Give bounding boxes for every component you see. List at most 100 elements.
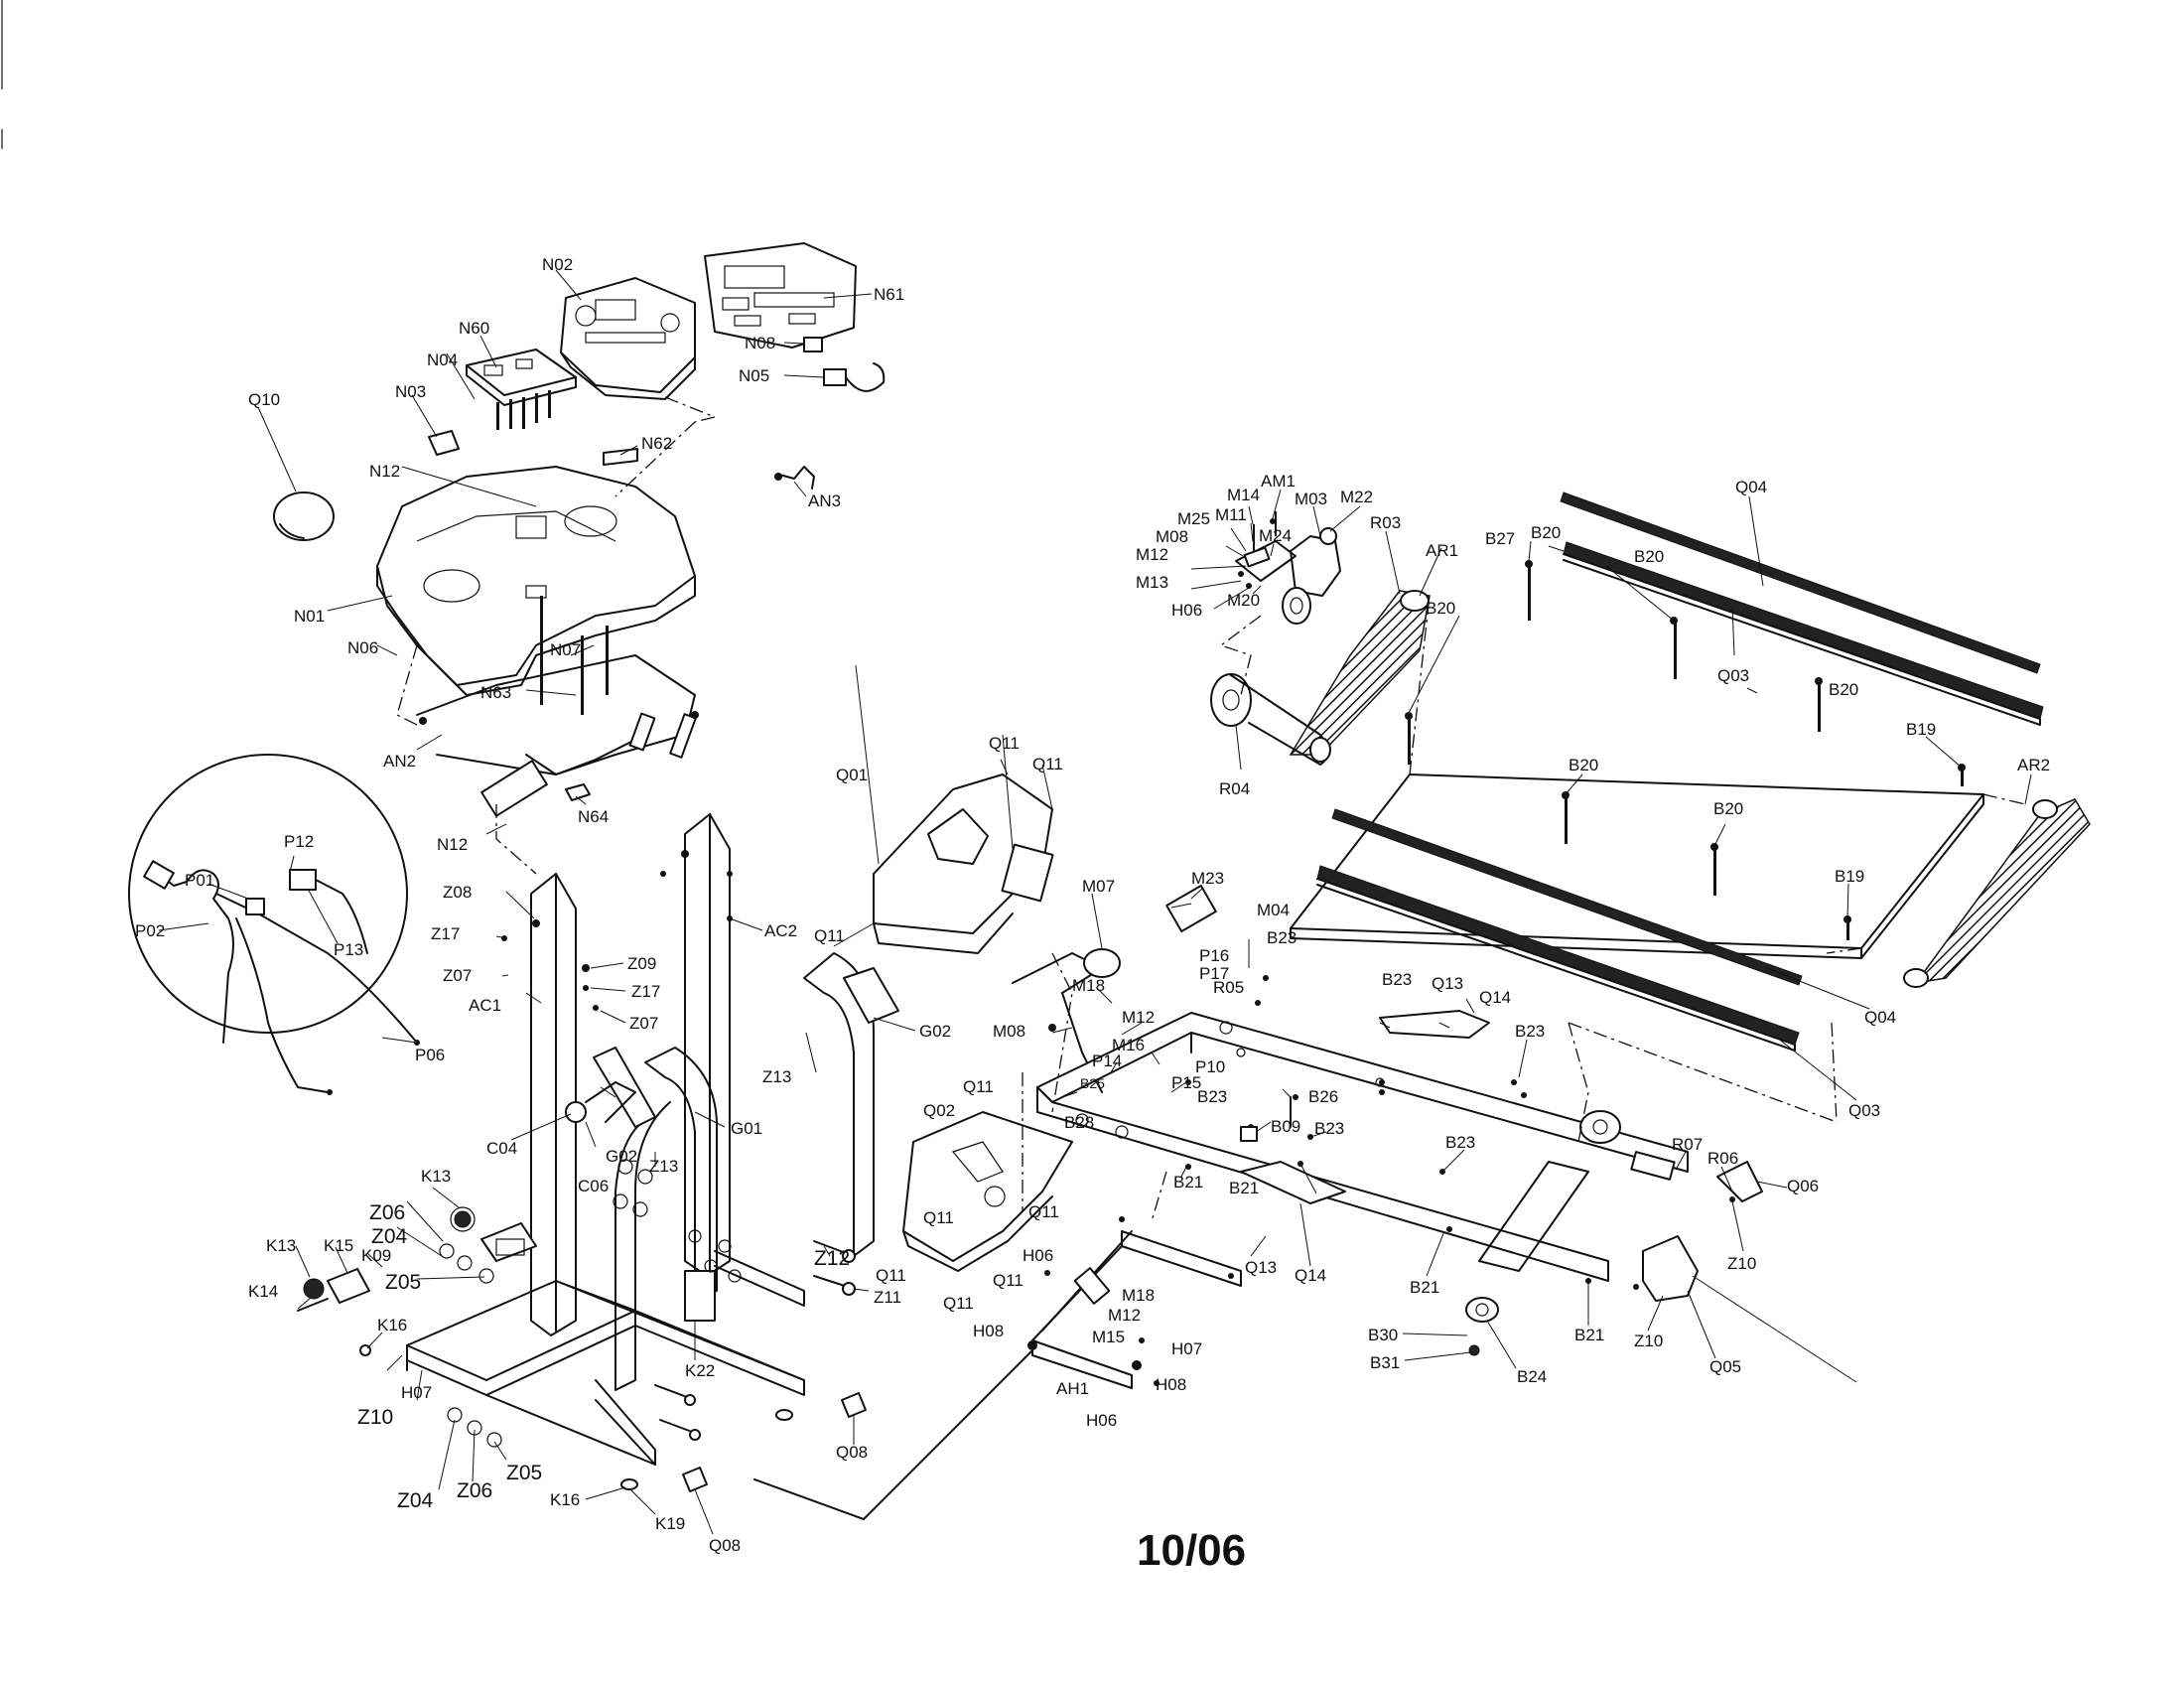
label-Q04-upper: Q04 — [1735, 478, 1767, 496]
label-N03: N03 — [395, 382, 426, 401]
label-M23: M23 — [1191, 869, 1224, 888]
deck-assembly — [1210, 491, 2091, 1052]
label-M03: M03 — [1295, 490, 1327, 508]
label-P14: P14 — [1092, 1052, 1122, 1070]
label-B20-deck-a: B20 — [1569, 756, 1598, 774]
label-M12: M12 — [1122, 1008, 1155, 1027]
fasteners — [501, 850, 856, 1441]
label-Q11-tray-d: Q11 — [876, 1266, 906, 1285]
label-Q10: Q10 — [248, 390, 280, 409]
label-Q13-lower: Q13 — [1245, 1258, 1277, 1277]
label-Q03-upper: Q03 — [1717, 666, 1749, 685]
upright-frame — [297, 813, 899, 1492]
label-Z06-bottom: Z06 — [457, 1479, 492, 1502]
label-Z04: Z04 — [371, 1225, 408, 1248]
label-C04: C04 — [486, 1139, 517, 1158]
label-H07-right: H07 — [1171, 1339, 1202, 1358]
label-P10: P10 — [1195, 1057, 1225, 1076]
label-Z10: Z10 — [357, 1406, 393, 1429]
label-N12-lower: N12 — [437, 835, 468, 854]
console-assembly — [273, 242, 886, 817]
label-Z05-bottom: Z05 — [506, 1462, 542, 1484]
label-M08: M08 — [993, 1022, 1025, 1041]
label-N60: N60 — [459, 319, 489, 338]
label-R04: R04 — [1219, 779, 1250, 798]
label-P02: P02 — [135, 921, 165, 940]
label-B23-lower: B23 — [1314, 1119, 1344, 1138]
label-G02: G02 — [606, 1147, 637, 1166]
label-B20-deck-b: B20 — [1713, 799, 1743, 818]
label-K19: K19 — [655, 1514, 685, 1533]
label-B21-rear: B21 — [1574, 1326, 1604, 1344]
label-AC1: AC1 — [469, 996, 501, 1015]
label-K13: K13 — [421, 1167, 451, 1186]
label-K09: K09 — [361, 1246, 391, 1265]
label-Q11-tray-e: Q11 — [993, 1271, 1024, 1290]
label-M12-lower: M12 — [1108, 1306, 1141, 1325]
label-M15: M15 — [1092, 1328, 1125, 1346]
label-M14: M14 — [1227, 486, 1260, 504]
label-N04: N04 — [427, 351, 458, 369]
label-M18: M18 — [1072, 976, 1105, 995]
label-Q13: Q13 — [1432, 974, 1463, 993]
label-H07: H07 — [401, 1383, 432, 1402]
label-B31: B31 — [1370, 1353, 1400, 1372]
label-Q01: Q01 — [836, 766, 868, 784]
label-P06: P06 — [415, 1046, 445, 1064]
label-N05: N05 — [739, 366, 769, 385]
label-P17: P17 — [1199, 964, 1229, 983]
label-K16-bottom: K16 — [550, 1490, 580, 1509]
label-H06-motor: H06 — [1171, 601, 1202, 620]
label-Z10-rear-b: Z10 — [1634, 1332, 1663, 1350]
assembly-dash-lines — [396, 396, 2026, 1222]
label-M20: M20 — [1227, 591, 1260, 610]
label-Z05: Z05 — [385, 1271, 421, 1294]
label-B30: B30 — [1368, 1326, 1398, 1344]
label-B23-top: B23 — [1267, 928, 1297, 947]
revision-date: 10/06 — [1137, 1526, 1246, 1575]
label-B23-mid: B23 — [1197, 1087, 1227, 1106]
label-Z13-upper: Z13 — [762, 1067, 791, 1086]
label-AC2: AC2 — [764, 921, 797, 940]
label-Q03-lower: Q03 — [1848, 1101, 1880, 1120]
label-P13: P13 — [334, 940, 363, 959]
label-R07: R07 — [1672, 1135, 1703, 1154]
label-B20-upper-a: B20 — [1531, 523, 1561, 542]
label-G01: G01 — [731, 1119, 762, 1138]
label-Z10-rear: Z10 — [1727, 1254, 1756, 1273]
label-K14: K14 — [248, 1282, 278, 1301]
label-B23-rail: B23 — [1382, 970, 1412, 989]
label-Z06: Z06 — [369, 1201, 405, 1224]
label-K15: K15 — [324, 1236, 353, 1255]
wire-harness — [863, 1349, 1033, 1520]
label-Q11-tray-c: Q11 — [923, 1208, 954, 1227]
label-Q14-lower: Q14 — [1295, 1266, 1326, 1285]
label-AR1: AR1 — [1426, 541, 1458, 560]
label-Z07: Z07 — [443, 966, 472, 985]
label-B21-frame: B21 — [1410, 1278, 1439, 1297]
label-B20-deck-c: B20 — [1426, 599, 1455, 618]
label-P15: P15 — [1171, 1073, 1201, 1092]
label-K16: K16 — [377, 1316, 407, 1334]
label-Z12: Z12 — [814, 1247, 850, 1270]
label-H08-right: H08 — [1156, 1375, 1186, 1394]
label-M04: M04 — [1257, 901, 1290, 919]
label-Z13: Z13 — [649, 1157, 678, 1176]
drive-motor — [1235, 511, 1341, 625]
label-N64: N64 — [578, 807, 609, 826]
label-N08: N08 — [745, 334, 775, 352]
label-B28: B28 — [1064, 1113, 1094, 1132]
main-frame — [1036, 975, 1763, 1356]
label-R06: R06 — [1707, 1149, 1738, 1168]
label-M07: M07 — [1082, 877, 1115, 896]
label-M13: M13 — [1136, 573, 1168, 592]
label-H08: H08 — [973, 1322, 1004, 1340]
label-B21-mid: B21 — [1229, 1179, 1259, 1197]
label-AR2: AR2 — [2017, 756, 2050, 774]
label-B20-upper-b: B20 — [1634, 547, 1664, 566]
label-M08-motor: M08 — [1156, 527, 1188, 546]
label-C06: C06 — [578, 1177, 609, 1195]
label-B23-center: B23 — [1445, 1133, 1475, 1152]
label-N61: N61 — [874, 285, 904, 304]
label-Q11-hood-b: Q11 — [1032, 755, 1063, 773]
